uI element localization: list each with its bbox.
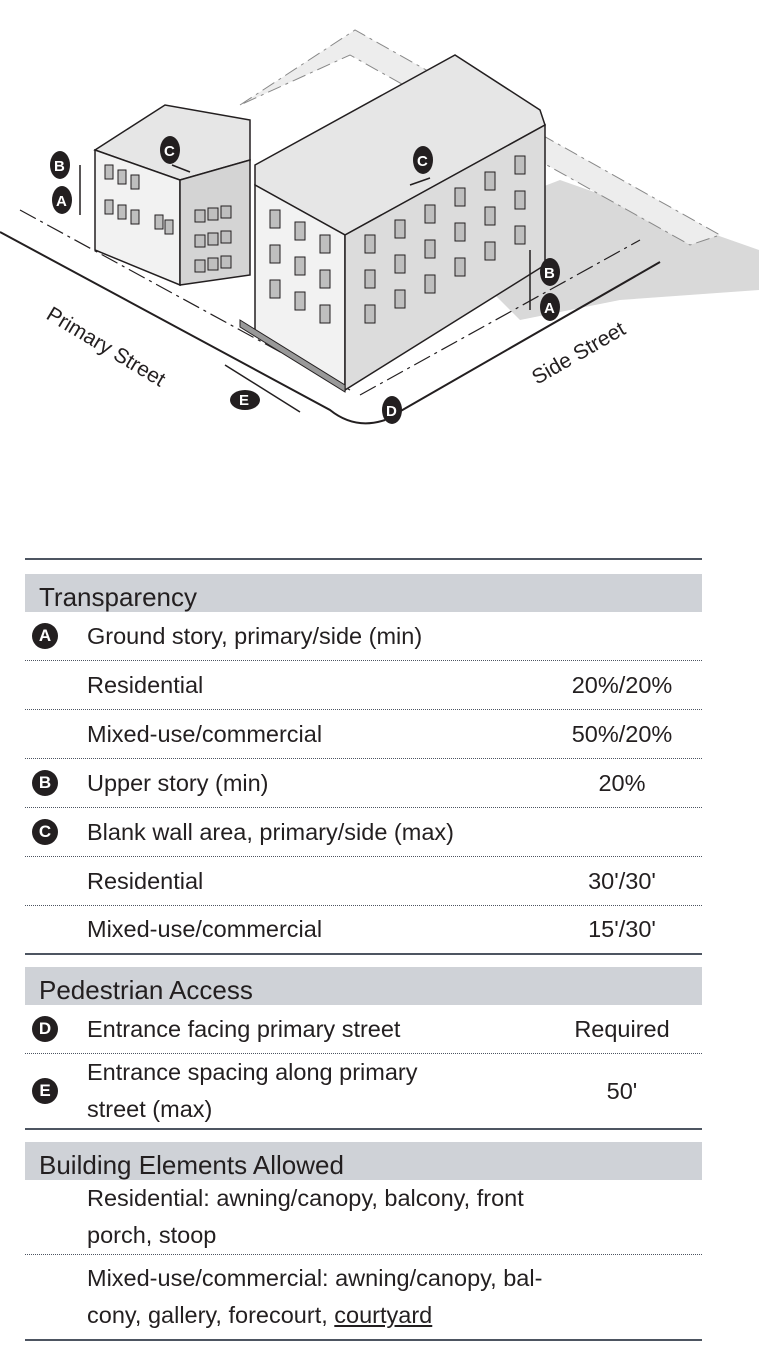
row-label: Entrance facing primary street [87,1015,401,1042]
row-label-line1: Entrance spacing along primary [87,1059,418,1085]
marker-cell: D [25,1016,87,1042]
section-pedestrian-heading: Pedestrian Access [25,967,702,1005]
row-label-line2: cony, gallery, forecourt, courtyard [87,1297,694,1334]
row-label: Residential: awning/canopy, balcony, fro… [87,1180,702,1254]
marker-a: A [32,623,58,649]
row-label: Blank wall area, primary/side (max) [87,818,454,845]
row-upper-story: B Upper story (min) 20% [25,759,702,808]
row-elements-residential: Residential: awning/canopy, balcony, fro… [25,1180,702,1255]
row-label: Ground story, primary/side (min) [87,622,423,649]
marker-c: C [32,819,58,845]
badge-b-right: B [540,258,560,286]
marker-cell: C [25,819,87,845]
row-blank-residential: Residential 30'/30' [25,857,702,906]
building-diagram: Primary Street Side Street B A C C B A E… [0,29,759,425]
row-blank-mixed: Mixed-use/commercial 15'/30' [25,906,702,955]
row-label: Mixed-use/commercial [87,916,323,942]
rear-lot-outline [239,29,722,246]
row-value: 50%/20% [571,720,673,747]
row-label-line1: Mixed-use/commercial: awning/canopy, bal… [87,1265,543,1291]
setback-line-side [359,239,641,396]
row-label: Entrance spacing along primary street (m… [87,1054,542,1128]
section-spacer [25,1130,702,1142]
marker-cell: E [25,1078,87,1104]
standards-table: Transparency A Ground story, primary/sid… [25,558,702,1341]
section-elements-heading: Building Elements Allowed [25,1142,702,1180]
dimension-markers [79,164,531,413]
primary-street-label: Primary Street [42,303,169,392]
section-spacer [25,955,702,967]
low-building [93,104,251,287]
badge-c-right: C [413,146,433,174]
row-entrance-facing: D Entrance facing primary street Require… [25,1005,702,1054]
row-value: Required [574,1015,670,1042]
badge-c-left: C [160,136,180,164]
row-value: 15'/30' [588,916,656,942]
row-label: Mixed-use/commercial [87,720,323,747]
svg-text:C: C [164,143,175,160]
marker-b: B [32,770,58,796]
badge-a-right: A [540,293,560,321]
row-label-line2: street (max) [87,1096,213,1122]
svg-text:C: C [417,153,428,170]
row-label: Residential [87,867,204,894]
marker-e: E [32,1078,58,1104]
svg-text:A: A [56,193,67,210]
svg-text:B: B [54,158,65,175]
badge-e: E [230,390,260,410]
courtyard-link[interactable]: courtyard [334,1302,433,1328]
marker-d: D [32,1016,58,1042]
row-ground-mixed: Mixed-use/commercial 50%/20% [25,710,702,759]
row-value: 20%/20% [571,671,673,698]
section-transparency-heading: Transparency [25,574,702,612]
badge-a-left: A [52,186,72,214]
row-label-line1: Residential: awning/canopy, balcony, fro… [87,1185,524,1211]
svg-text:D: D [386,403,397,420]
row-value: 50' [606,1077,638,1104]
row-label-line2-text: cony, gallery, forecourt, [87,1302,335,1328]
row-ground-story: A Ground story, primary/side (min) [25,612,702,661]
row-label-line2: porch, stoop [87,1222,217,1248]
badge-d: D [382,396,402,424]
svg-text:E: E [239,392,249,409]
tall-building [239,54,546,393]
row-value: 30'/30' [588,867,656,894]
row-elements-mixed: Mixed-use/commercial: awning/canopy, bal… [25,1255,702,1341]
side-street-line [384,261,661,421]
row-ground-residential: Residential 20%/20% [25,661,702,710]
marker-cell: A [25,623,87,649]
row-label: Residential [87,671,204,698]
primary-street-line [0,231,386,425]
row-entrance-spacing: E Entrance spacing along primary street … [25,1054,702,1130]
marker-cell: B [25,770,87,796]
row-label: Upper story (min) [87,769,269,796]
row-value: 20% [598,769,646,796]
svg-text:A: A [544,300,555,317]
table-top-rule [25,558,702,574]
badge-b-left: B [50,151,70,179]
svg-text:B: B [544,265,555,282]
row-label: Mixed-use/commercial: awning/canopy, bal… [87,1260,702,1334]
row-blank-wall: C Blank wall area, primary/side (max) [25,808,702,857]
